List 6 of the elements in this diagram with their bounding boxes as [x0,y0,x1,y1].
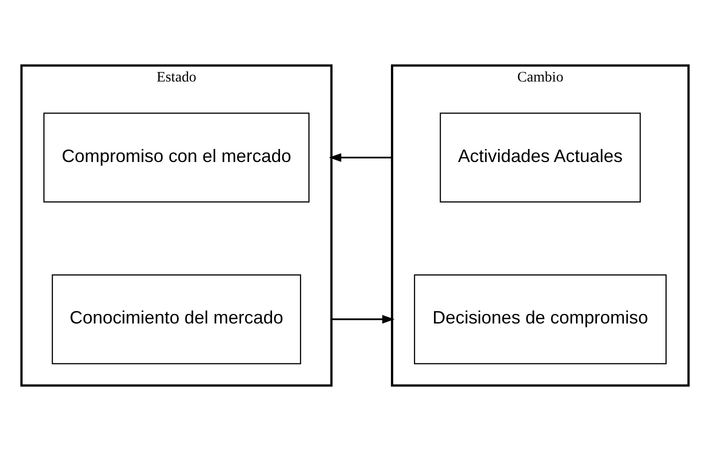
arrow [328,152,392,162]
node-box: Actividades Actuales [440,112,641,202]
node-box: Decisiones de compromiso [414,274,667,364]
arrow [331,314,395,324]
node-box: Conocimiento del mercado [52,274,302,364]
node-box: Compromiso con el mercado [43,112,310,202]
